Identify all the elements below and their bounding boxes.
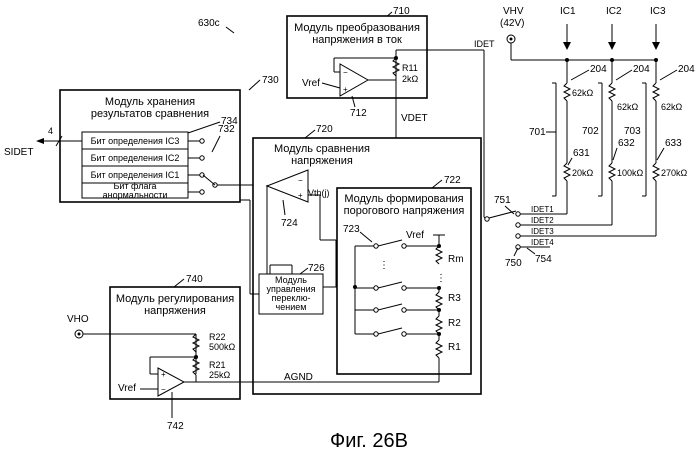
regulator-module-title-2: напряжения [144, 305, 206, 317]
bit-ic3-label: Бит определения IC3 [91, 136, 180, 146]
control-line-4: чением [276, 302, 307, 312]
comparator-module-ref: 720 [316, 124, 333, 135]
selector-ref: 751 [494, 195, 511, 206]
r22-label: R22 [209, 332, 226, 342]
switch-723-ref: 723 [343, 224, 360, 235]
comparator-724-ref: 724 [281, 218, 298, 229]
svg-text:+: + [298, 191, 303, 200]
vhv-value: (42V) [500, 18, 524, 29]
bus-width-label: 4 [48, 126, 53, 136]
vhv-label: VHV [503, 6, 524, 17]
control-module-ref: 726 [308, 263, 325, 274]
r1-label: R1 [448, 342, 461, 353]
vi-vref-label: Vref [302, 78, 320, 89]
ic1-label: IC1 [560, 6, 576, 17]
ic2-top-ref: 204 [633, 64, 650, 75]
sidet-label: SIDET [4, 147, 33, 158]
ic1-bottom-resistor [564, 163, 570, 181]
bit-ic1-label: Бит определения IC1 [91, 170, 180, 180]
group-701-ref: 701 [529, 127, 546, 138]
flag-bit-label-2: анормальности [103, 190, 168, 200]
agnd-label: AGND [284, 372, 313, 383]
switch-ellipsis: ⋮ [379, 260, 389, 271]
group-703-ref: 703 [624, 126, 641, 137]
ic1-bottom-ref: 631 [573, 148, 590, 159]
r21-value: 25kΩ [209, 370, 231, 380]
vth-label: Vth(j) [308, 188, 330, 198]
ic3-label: IC3 [650, 6, 666, 17]
ic1-top-value: 62kΩ [572, 88, 594, 98]
switch-732-ref: 732 [218, 124, 235, 135]
figure-ref-leader [226, 27, 234, 33]
vdet-label: VDET [401, 113, 428, 124]
opamp-712-ref: 712 [350, 108, 367, 119]
idet3-label: IDET3 [531, 227, 554, 236]
selector-common [485, 217, 489, 221]
svg-text:−: − [161, 385, 166, 394]
ic3-top-resistor [653, 83, 659, 101]
threshold-vref-label: Vref [406, 230, 424, 241]
selector-arm [489, 211, 516, 218]
regulator-module-title-1: Модуль регулирования [116, 293, 234, 305]
r3-label: R3 [448, 293, 461, 304]
ic2-bottom-resistor [609, 163, 615, 181]
ic1-bottom-value: 20kΩ [572, 168, 594, 178]
ic3-arrow [652, 42, 660, 50]
idet-label: IDET [474, 39, 495, 49]
ic2-bottom-value: 100kΩ [617, 168, 644, 178]
ic1-top-resistor [564, 83, 570, 101]
idet2-label: IDET2 [531, 216, 554, 225]
comparator-module-title-2: напряжения [291, 155, 353, 167]
ic2-arrow [608, 42, 616, 50]
ic3-top-value: 62kΩ [661, 102, 683, 112]
r21-label: R21 [209, 360, 226, 370]
storage-module-ref: 730 [262, 75, 279, 86]
switch-750-ref: 750 [505, 258, 522, 269]
figure-caption: Фиг. 26В [330, 430, 408, 452]
ic1-arrow [563, 42, 571, 50]
svg-text:−: − [343, 68, 348, 77]
regulator-module-ref: 740 [186, 274, 203, 285]
threshold-module-title-2: порогового напряжения [344, 205, 465, 217]
vi-module-title-1: Модуль преобразования [294, 22, 420, 34]
idet1-label: IDET1 [531, 205, 554, 214]
idet4-label: IDET4 [531, 238, 554, 247]
opamp-742-ref: 742 [167, 421, 184, 432]
ic2-label: IC2 [606, 6, 622, 17]
ic3-bottom-value: 270kΩ [661, 168, 688, 178]
ic2-bottom-ref: 632 [618, 138, 635, 149]
vi-module-title-2: напряжения в ток [312, 34, 402, 46]
ic3-bottom-resistor [653, 163, 659, 181]
figure-ref: 630c [198, 18, 220, 29]
r22-value: 500kΩ [209, 342, 236, 352]
r11-value: 2kΩ [402, 74, 419, 84]
ladder-ellipsis: ⋮ [436, 273, 446, 284]
storage-module-title-2: результатов сравнения [91, 108, 209, 120]
ic2-top-resistor [609, 83, 615, 101]
ic1-top-ref: 204 [590, 64, 607, 75]
comparator-module-title-1: Модуль сравнения [274, 143, 370, 155]
ref-754: 754 [535, 254, 552, 265]
regulator-vref-label: Vref [118, 383, 136, 394]
r2-label: R2 [448, 318, 461, 329]
storage-module-title-1: Модуль хранения [105, 96, 195, 108]
rm-label: Rm [448, 254, 464, 265]
svg-text:−: − [298, 176, 303, 185]
threshold-module-title-1: Модуль формирования [344, 193, 463, 205]
ic2-top-value: 62kΩ [617, 102, 639, 112]
svg-text:+: + [343, 85, 348, 94]
bit-ic2-label: Бит определения IC2 [91, 153, 180, 163]
svg-text:+: + [161, 370, 166, 379]
r11-label: R11 [402, 63, 418, 73]
threshold-module-ref: 722 [444, 175, 461, 186]
ic3-bottom-ref: 633 [665, 138, 682, 149]
group-702-ref: 702 [582, 126, 599, 137]
vho-label: VHO [67, 314, 89, 325]
ic3-top-ref: 204 [678, 64, 695, 75]
